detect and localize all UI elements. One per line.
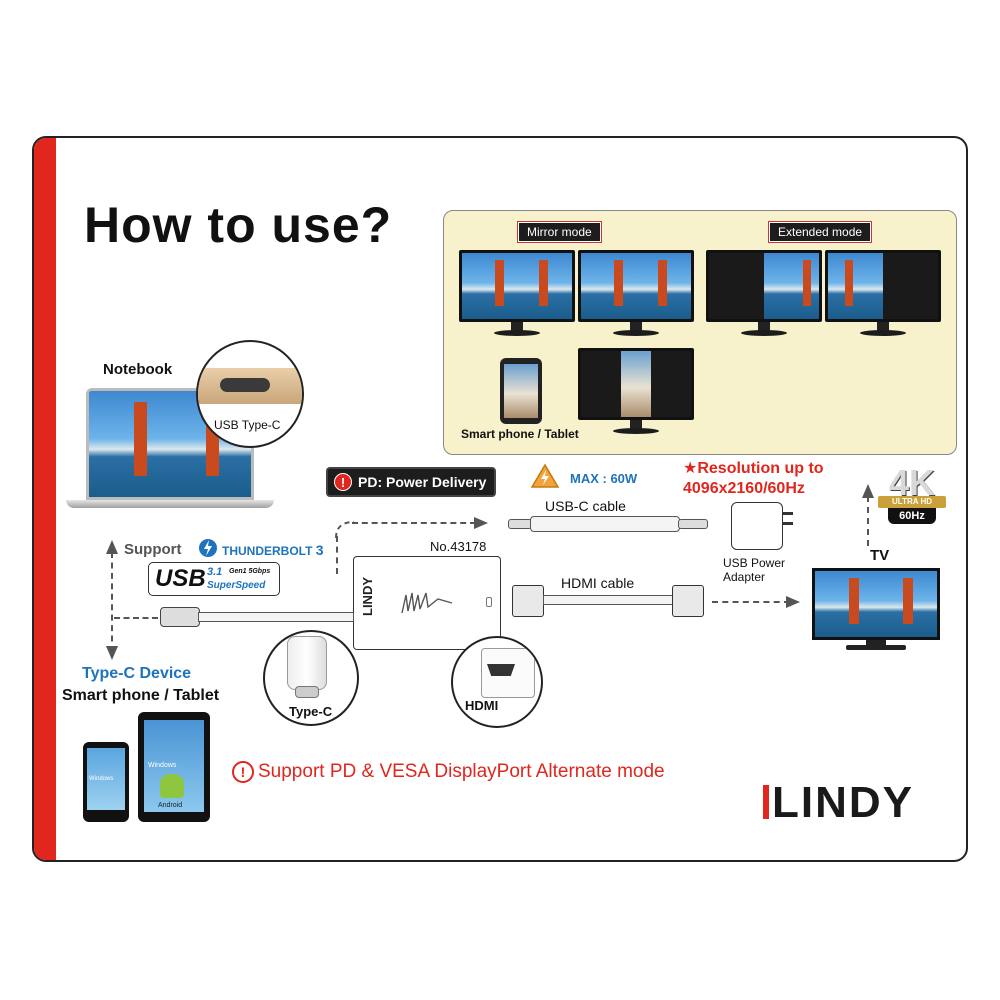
power-adapter-label-2: Adapter bbox=[723, 570, 766, 584]
usbc-plug-left bbox=[508, 519, 532, 529]
hdmi-connector-inset: HDMI bbox=[451, 636, 543, 728]
hdmi-plug-left bbox=[512, 585, 544, 617]
typec-connector-label: Type-C bbox=[289, 704, 333, 719]
arrow-up-icon bbox=[106, 540, 118, 554]
usb-superspeed-badge: USB 3.1 Gen1 5Gbps SuperSpeed bbox=[148, 562, 280, 596]
usb-version: 3.1 bbox=[207, 566, 223, 578]
mirror-monitor-left bbox=[459, 250, 575, 340]
phone-mirror-monitor bbox=[578, 348, 694, 438]
dashed-connector-tv-up bbox=[867, 496, 869, 546]
footer-support-note: ! Support PD & VESA DisplayPort Alternat… bbox=[232, 761, 665, 783]
thunderbolt-3-label: THUNDERBOLT 3 bbox=[222, 542, 324, 558]
mirror-mode-tag: Mirror mode bbox=[517, 221, 602, 243]
usbc-cable-label: USB-C cable bbox=[545, 498, 626, 514]
adapter-model-number: No.43178 bbox=[430, 539, 487, 554]
max-power-label: MAX : 60W bbox=[570, 471, 638, 486]
typec-device-label: Type-C Device bbox=[82, 665, 192, 682]
plug-prong bbox=[783, 522, 793, 525]
typec-connector-inset: Type-C bbox=[263, 630, 359, 726]
adapter-brand: LINDY bbox=[360, 577, 375, 616]
dashed-connector-top bbox=[352, 522, 476, 524]
page-title: How to use? bbox=[84, 197, 393, 253]
extended-monitor-right bbox=[825, 250, 941, 340]
typec-cable-body bbox=[198, 612, 354, 622]
dashed-connector-device bbox=[114, 617, 158, 619]
red-side-stripe bbox=[34, 138, 56, 860]
dashed-connector-hdmi-tv bbox=[712, 601, 790, 603]
extended-monitor-left bbox=[706, 250, 822, 340]
usb-typec-port-label: USB Type-C bbox=[214, 418, 281, 432]
support-label: Support bbox=[124, 541, 182, 558]
usb-word: USB bbox=[155, 565, 206, 592]
dashed-connector-curve bbox=[336, 536, 338, 574]
small-tablet-image: Windows bbox=[83, 742, 129, 822]
usb-gen: Gen1 5Gbps bbox=[229, 568, 271, 575]
power-adapter-label-1: USB Power bbox=[723, 556, 786, 570]
tv-stand bbox=[866, 640, 886, 646]
typec-plug-tip bbox=[295, 686, 319, 698]
signature-mark bbox=[401, 592, 453, 614]
typec-plug-cable-end bbox=[160, 607, 200, 627]
exclamation-icon: ! bbox=[232, 761, 254, 783]
ultra-hd-band: ULTRA HD bbox=[878, 496, 946, 508]
pd-power-delivery-box: ! PD: Power Delivery bbox=[326, 467, 497, 497]
tv-label: TV bbox=[870, 547, 890, 564]
extended-mode-tag: Extended mode bbox=[767, 221, 873, 243]
resolution-line-2: 4096x2160/60Hz bbox=[683, 480, 805, 497]
led-indicator bbox=[486, 597, 492, 607]
usbc-plug-right bbox=[678, 519, 708, 529]
typec-device-sublabel: Smart phone / Tablet bbox=[62, 687, 220, 704]
arrow-right-icon bbox=[786, 596, 800, 608]
arrow-up-icon bbox=[862, 484, 874, 498]
hdmi-cable-label: HDMI cable bbox=[561, 575, 635, 591]
lindy-adapter-body: LINDY bbox=[353, 556, 501, 650]
tv-screen bbox=[812, 568, 940, 640]
dashed-curve-corner bbox=[335, 521, 355, 539]
lindy-logo: LINDY bbox=[763, 778, 914, 828]
android-label: Android bbox=[158, 802, 183, 809]
arrow-right-icon bbox=[474, 517, 488, 529]
usb-typec-port-inset: USB Type-C bbox=[196, 340, 304, 448]
mirror-monitor-right bbox=[578, 250, 694, 340]
plug-prong bbox=[783, 512, 793, 515]
notebook-base bbox=[66, 500, 274, 508]
60hz-band: 60Hz bbox=[888, 508, 936, 524]
warning-triangle-icon bbox=[530, 463, 560, 488]
tv-base bbox=[846, 645, 906, 650]
thunderbolt-icon bbox=[199, 539, 217, 557]
hdmi-port-icon bbox=[487, 664, 515, 676]
windows-label: Windows bbox=[148, 762, 177, 769]
notebook-label: Notebook bbox=[103, 361, 173, 378]
dashed-double-arrow bbox=[111, 552, 113, 652]
4k-uhd-badge: 4K ULTRA HD 60Hz bbox=[878, 462, 946, 524]
typec-port-icon bbox=[220, 378, 270, 392]
usbc-cable-body bbox=[530, 516, 680, 532]
smartphone-image bbox=[500, 358, 542, 424]
resolution-line-1: ★Resolution up to bbox=[683, 460, 824, 477]
android-icon bbox=[160, 774, 184, 798]
typec-plug-body bbox=[287, 636, 327, 690]
hdmi-connector-label: HDMI bbox=[465, 698, 499, 713]
hdmi-plug-right bbox=[672, 585, 704, 617]
usb-superspeed: SuperSpeed bbox=[207, 580, 266, 591]
exclamation-icon: ! bbox=[334, 473, 352, 491]
usb-power-adapter-image bbox=[731, 502, 783, 550]
hdmi-cable-body bbox=[543, 595, 673, 605]
panel-phone-label: Smart phone / Tablet bbox=[461, 427, 579, 441]
arrow-down-icon bbox=[106, 646, 118, 660]
large-tablet-image: Windows Android bbox=[138, 712, 210, 822]
